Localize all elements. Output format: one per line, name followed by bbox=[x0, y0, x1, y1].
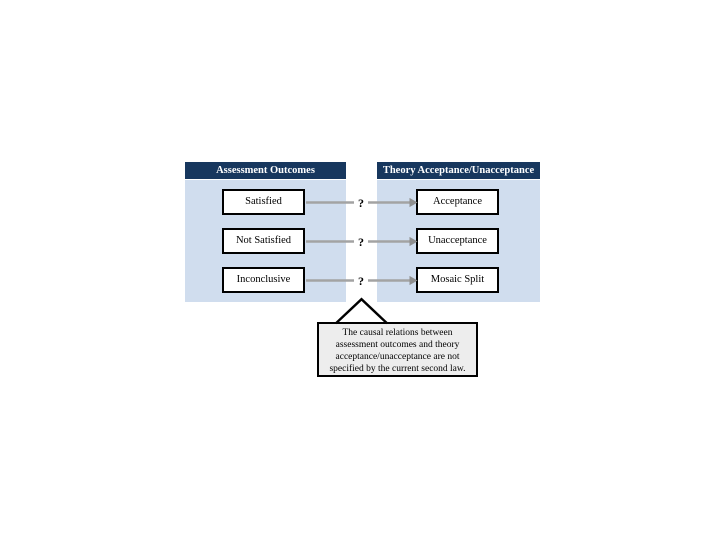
assessment-box-not-satisfied: Not Satisfied bbox=[222, 228, 305, 254]
question-mark-row1: ? bbox=[354, 194, 368, 211]
callout-pointer-icon bbox=[335, 297, 388, 324]
question-mark-row2: ? bbox=[354, 233, 368, 250]
callout-line: assessment outcomes and theory bbox=[335, 339, 460, 350]
right-column-header: Theory Acceptance/Unacceptance bbox=[377, 162, 540, 179]
callout-line: specified by the current second law. bbox=[329, 363, 466, 374]
callout-line: The causal relations between bbox=[342, 328, 453, 338]
theory-box-mosaic-split: Mosaic Split bbox=[416, 267, 499, 293]
theory-box-acceptance: Acceptance bbox=[416, 189, 499, 215]
assessment-box-inconclusive: Inconclusive bbox=[222, 267, 305, 293]
assessment-box-satisfied: Satisfied bbox=[222, 189, 305, 215]
question-mark-row3: ? bbox=[354, 272, 368, 289]
callout-line: acceptance/unacceptance are not bbox=[335, 351, 460, 362]
theory-box-unacceptance: Unacceptance bbox=[416, 228, 499, 254]
left-column-header: Assessment Outcomes bbox=[185, 162, 346, 179]
callout-box: The causal relations between assessment … bbox=[317, 322, 478, 377]
